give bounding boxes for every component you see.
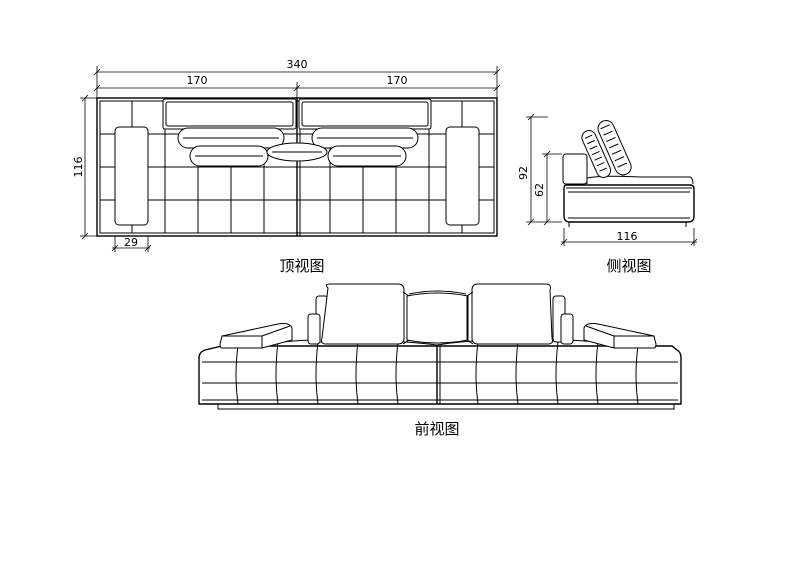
- dim-116-side: 116: [560, 228, 698, 246]
- dim-total-width: 340: [287, 58, 308, 71]
- dim-seat-height: 62: [533, 183, 546, 197]
- front-center-cushion: [406, 292, 469, 344]
- dim-170: 170 170: [93, 74, 501, 98]
- side-view: 92 62 116 侧视图: [517, 113, 698, 275]
- front-view: 前视图: [198, 283, 682, 438]
- top-view: 340 170 170 116 29: [72, 58, 501, 275]
- dim-back-height: 92: [517, 166, 530, 180]
- side-armrest: [562, 153, 588, 185]
- side-base: [563, 184, 695, 223]
- top-view-caption: 顶视图: [279, 257, 324, 275]
- dim-right-half: 170: [387, 74, 408, 87]
- dim-left-half: 170: [187, 74, 208, 87]
- dim-depth: 116: [72, 157, 85, 178]
- dim-62: 62: [533, 150, 562, 226]
- side-pillow-2: [597, 120, 632, 176]
- dim-116-top: 116: [72, 94, 97, 240]
- front-back-cushion-right: [471, 283, 553, 345]
- front-back-cushion-left: [321, 283, 405, 345]
- side-pillow-1: [581, 130, 612, 178]
- dim-92: 92: [517, 113, 562, 226]
- dim-side-depth: 116: [617, 230, 638, 243]
- front-body: [198, 345, 682, 405]
- front-plinth: [217, 403, 675, 410]
- side-view-caption: 侧视图: [606, 257, 651, 275]
- dim-arm-width: 29: [124, 236, 138, 249]
- dim-340: 340: [93, 58, 501, 98]
- back-cushion-left: [162, 98, 297, 130]
- back-cushion-right: [298, 98, 432, 130]
- armrest-right: [445, 126, 480, 226]
- armrest-left: [114, 126, 149, 226]
- dim-29: 29: [111, 236, 152, 252]
- front-view-caption: 前视图: [414, 420, 459, 438]
